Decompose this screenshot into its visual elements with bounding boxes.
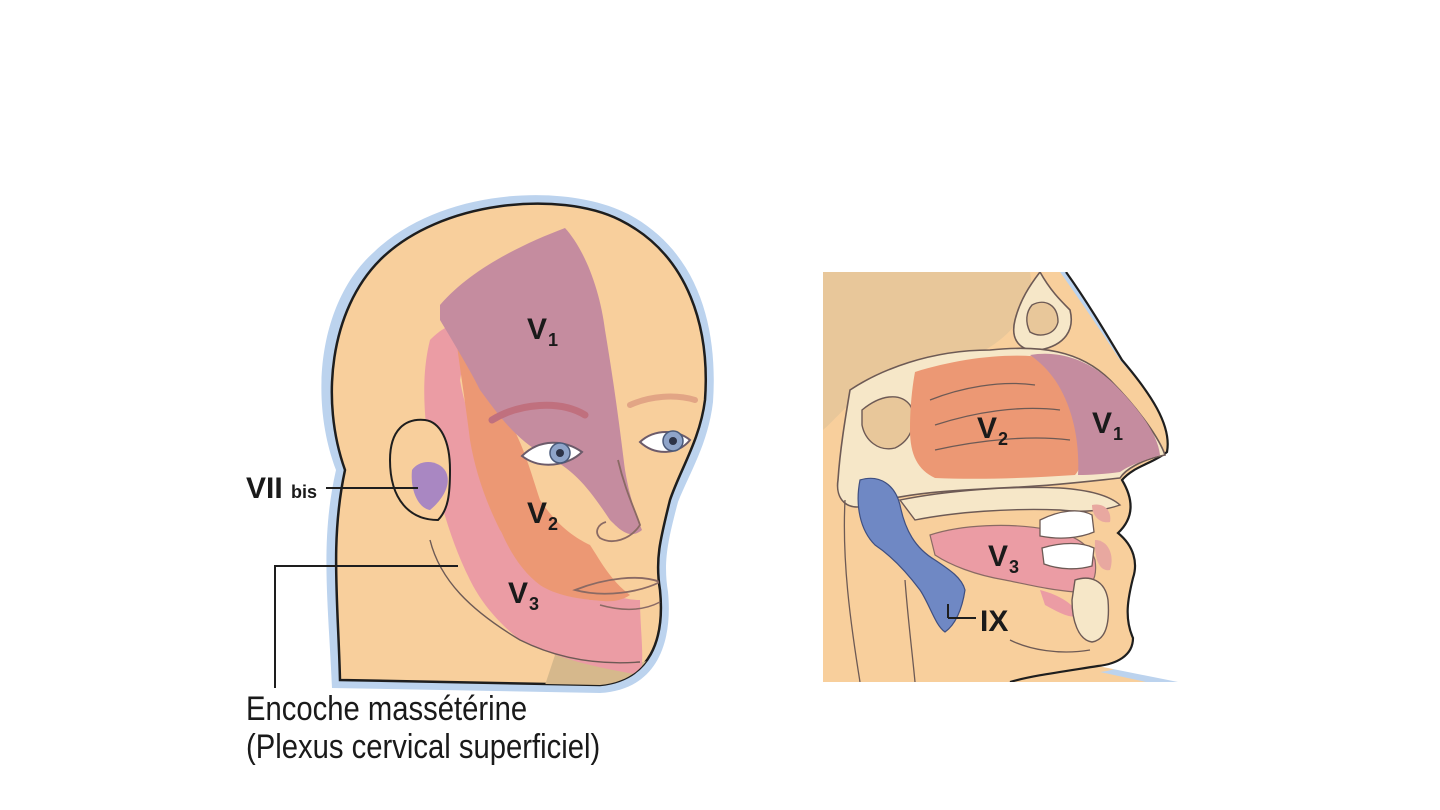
- label-face-v1-sub: 1: [548, 330, 558, 350]
- label-face-v3-sub: 3: [529, 594, 539, 614]
- upper-lip-pink: [1092, 504, 1111, 523]
- label-sag-v1-sub: 1: [1113, 424, 1123, 444]
- mandible: [1071, 577, 1110, 643]
- jaw-line: [429, 539, 641, 664]
- label-ix-text: IX: [980, 605, 1008, 638]
- label-face-v1: V 1: [527, 313, 558, 350]
- hard-palate: [898, 486, 1122, 521]
- label-sag-v1-main: V: [1092, 407, 1112, 440]
- label-face-v3: V 3: [508, 577, 539, 614]
- label-face-v3-main: V: [508, 577, 528, 610]
- label-sag-v1: V 1: [1092, 407, 1123, 444]
- label-vii-bis: VII bis: [246, 472, 418, 505]
- label-sag-v2: V 2: [977, 412, 1008, 449]
- label-sag-v2-main: V: [977, 412, 997, 445]
- figure-caption: Encoche massétérine (Plexus cervical sup…: [246, 690, 600, 766]
- face-profile-outline: [1009, 272, 1169, 682]
- left-eyebrow: [488, 401, 589, 424]
- caption-line-1: Encoche massétérine: [246, 690, 528, 728]
- upper-teeth: [1039, 510, 1095, 539]
- label-vii-bis-main: VII: [246, 472, 283, 505]
- lower-lip-pink: [1094, 540, 1112, 571]
- frontal-sinus: [1026, 301, 1059, 336]
- nose: [596, 459, 641, 542]
- sphenoid-sinus: [861, 396, 915, 450]
- label-sag-v3-main: V: [988, 540, 1008, 573]
- label-face-v1-main: V: [527, 313, 547, 346]
- sagittal-section: [823, 272, 1183, 682]
- leader-masseteric-notch: [274, 565, 458, 688]
- label-face-v2-main: V: [527, 497, 547, 530]
- caption-line-2: (Plexus cervical superficiel): [246, 728, 601, 766]
- v2-region-lower: [479, 380, 600, 600]
- sag-v1-region: [1030, 353, 1160, 475]
- cranial-region: [823, 272, 1031, 430]
- right-eyebrow: [627, 393, 698, 408]
- sag-v2-region: [910, 355, 1081, 479]
- lower-teeth: [1041, 542, 1095, 570]
- label-sag-v3-sub: 3: [1009, 557, 1019, 577]
- label-sag-v2-sub: 2: [998, 429, 1008, 449]
- label-vii-bis-sub: bis: [291, 482, 317, 502]
- v1-region: [440, 228, 642, 535]
- label-ix: IX: [947, 604, 1008, 638]
- label-face-v2: V 2: [527, 497, 558, 534]
- vii-bis-region: [411, 461, 448, 510]
- head-illustration: [321, 195, 714, 693]
- label-face-v2-sub: 2: [548, 514, 558, 534]
- label-sag-v3: V 3: [988, 540, 1019, 577]
